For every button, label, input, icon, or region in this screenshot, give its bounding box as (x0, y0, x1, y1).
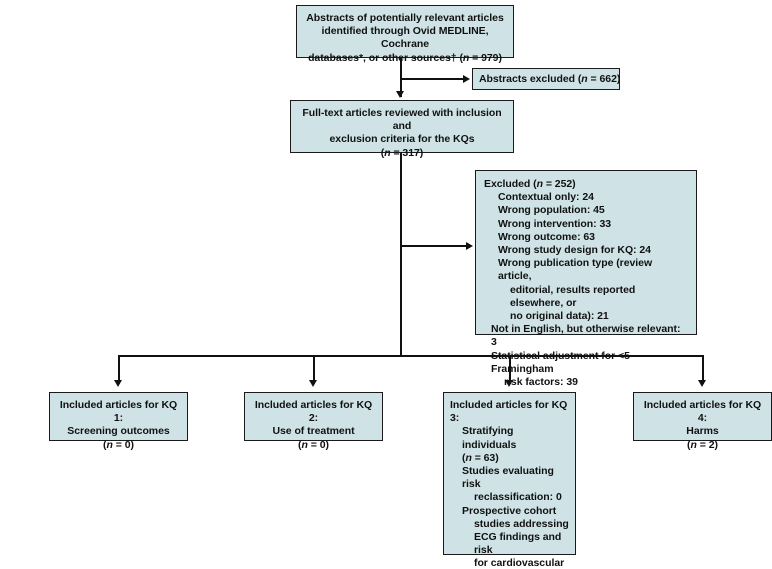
excluded-pubtype-line1: Wrong publication type (review article, (498, 257, 653, 283)
connector-to-excluded-detail (400, 245, 468, 247)
connector-to-abstracts-excluded (400, 78, 465, 80)
kq3-line3a: ( (462, 451, 466, 464)
fulltext-line1: Full-text articles reviewed with inclusi… (302, 107, 502, 133)
abstracts-excluded-text-b: = 662) (587, 73, 621, 85)
kq2-line1: Included articles for KQ 2: (254, 399, 373, 425)
kq1-n: n (106, 438, 113, 451)
node-kq2: Included articles for KQ 2: Use of treat… (244, 392, 383, 451)
kq1-line3b: = 0) (112, 438, 134, 451)
kq3-line5: reclassification: 0 (474, 491, 562, 504)
abstracts-identified-line1: Abstracts of potentially relevant articl… (306, 12, 504, 24)
node-kq4: Included articles for KQ 4: Harms (n = 2… (633, 392, 772, 451)
kq2-line3b: = 0) (307, 438, 329, 451)
kq2-line3a: ( (298, 438, 302, 451)
connector-drop-kq4 (702, 355, 704, 384)
kq4-n: n (690, 438, 697, 451)
node-abstracts-identified: Abstracts of potentially relevant articl… (296, 5, 514, 64)
excluded-pubtype-line2: editorial, results reported elsewhere, o… (510, 283, 636, 309)
kq1-line3a: ( (103, 438, 107, 451)
arrow-to-abstracts-excluded (463, 74, 470, 83)
fulltext-line3b: = 317) (390, 146, 424, 159)
excluded-not-english: Not in English, but otherwise relevant: … (491, 323, 681, 349)
kq3-line8: ECG findings and risk (474, 531, 562, 557)
connector-top-stem (400, 58, 402, 97)
abstracts-identified-line2: identified through Ovid MEDLINE, Cochran… (321, 25, 489, 51)
excluded-item-1: Wrong population: 45 (498, 204, 605, 217)
abstracts-identified-line3a: databases*, or other sources† ( (308, 51, 463, 64)
connector-distribution-bar (118, 355, 704, 357)
kq3-line1: Included articles for KQ 3: (450, 399, 568, 425)
arrow-to-fulltext (396, 91, 404, 98)
node-excluded-detail: Excluded (n = 252) Contextual only: 24 W… (475, 170, 697, 388)
kq4-line1: Included articles for KQ 4: (643, 399, 762, 425)
arrow-to-kq3 (505, 380, 513, 387)
excluded-item-2: Wrong intervention: 33 (498, 217, 612, 230)
node-kq1: Included articles for KQ 1: Screening ou… (49, 392, 188, 451)
kq3-line4: Studies evaluating risk (462, 465, 554, 491)
node-fulltext-reviewed: Full-text articles reviewed with inclusi… (290, 100, 514, 159)
kq4-line3b: = 2) (696, 438, 718, 451)
connector-drop-kq3 (509, 355, 511, 384)
fulltext-line3a: ( (380, 146, 385, 159)
arrow-to-kq1 (114, 380, 122, 387)
abstracts-identified-n: n (462, 51, 470, 64)
abstracts-excluded-n: n (581, 73, 588, 85)
connector-fulltext-stem (400, 153, 402, 356)
excluded-statistical-line2: risk factors: 39 (504, 376, 578, 389)
excluded-statistical-line1: Statistical adjustment for <5 Framingham (491, 350, 630, 375)
connector-drop-kq1 (118, 355, 120, 384)
connector-drop-kq2 (313, 355, 315, 384)
arrow-to-kq2 (309, 380, 317, 387)
excluded-header-b: = 252) (542, 178, 576, 190)
arrow-to-excluded-detail (466, 241, 473, 250)
abstracts-excluded-text-a: Abstracts excluded ( (479, 73, 582, 85)
fulltext-n: n (384, 146, 391, 159)
excluded-header-a: Excluded ( (484, 178, 537, 190)
excluded-header-n: n (536, 178, 543, 190)
kq4-line3a: ( (687, 438, 691, 451)
excluded-pubtype-line3: no original data): 21 (510, 310, 609, 323)
kq1-line2: Screening outcomes (67, 425, 170, 438)
node-abstracts-excluded: Abstracts excluded (n = 662) (472, 68, 620, 90)
kq2-n: n (301, 438, 308, 451)
arrow-to-kq4 (698, 380, 706, 387)
excluded-item-0: Contextual only: 24 (498, 191, 594, 204)
excluded-item-4: Wrong study design for KQ: 24 (498, 244, 651, 257)
kq3-n: n (465, 451, 472, 464)
node-kq3: Included articles for KQ 3: Stratifying … (443, 392, 576, 569)
kq2-line2: Use of treatment (272, 425, 355, 438)
kq4-line2: Harms (686, 425, 719, 438)
kq3-line7: studies addressing (474, 517, 569, 530)
kq1-line1: Included articles for KQ 1: (59, 399, 178, 425)
abstracts-identified-line3b: = 979) (469, 51, 502, 64)
kq3-line9: for cardiovascular (474, 557, 565, 569)
kq3-line6: Prospective cohort (462, 504, 557, 517)
kq3-line3b: = 63) (471, 451, 499, 464)
excluded-item-3: Wrong outcome: 63 (498, 230, 595, 243)
fulltext-line2: exclusion criteria for the KQs (329, 133, 475, 146)
kq3-line2: Stratifying individuals (462, 425, 517, 451)
